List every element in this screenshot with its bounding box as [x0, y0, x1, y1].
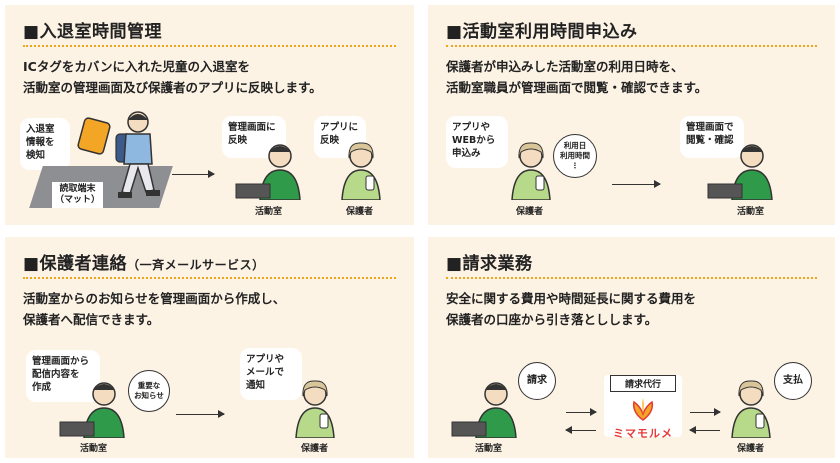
view-bubble: 管理画面で 閲覧・確認: [680, 116, 744, 158]
bubble-line: 反映: [320, 135, 340, 146]
desc-line: 活動室からのお知らせを管理画面から作成し、: [23, 291, 286, 306]
arrow-right: [612, 180, 661, 188]
parent-person-icon: [511, 142, 551, 200]
desc-line: 保護者の口座から引き落としします。: [446, 312, 658, 327]
bubble-line: 反映: [228, 135, 248, 146]
arrow-right: [566, 408, 597, 416]
bubble-line: メールで: [246, 367, 285, 378]
desc-line: 安全に関する費用や時間延長に関する費用を: [446, 291, 697, 306]
bubble-line: アプリに: [320, 122, 359, 133]
panel-description: 活動室からのお知らせを管理画面から作成し、 保護者へ配信できます。: [23, 288, 285, 330]
bubble-line: 入退室: [26, 124, 55, 135]
create-bubble: 管理画面から 配信内容を 作成: [26, 350, 100, 402]
circle-line: 重要な: [137, 381, 161, 390]
logo-name: ミマモルメ: [613, 427, 673, 440]
bubble-line: 検知: [26, 150, 46, 161]
desc-line: 保護者へ配信できます。: [23, 312, 160, 327]
bubble-line: 管理画面に: [228, 122, 276, 133]
parent-person-icon: [295, 380, 335, 438]
reader-mat-label: 読取端末 （マット）: [52, 182, 104, 208]
bill-circle: 請求: [518, 362, 556, 400]
ic-tag-card-icon: [77, 117, 111, 155]
mat-line: 読取端末: [59, 184, 96, 194]
staff-person-icon: [707, 144, 773, 200]
circle-line: ⋮: [571, 161, 579, 170]
caption-parent: 保護者: [516, 207, 544, 217]
arrow-right: [690, 408, 721, 416]
arrow-right: [172, 170, 215, 178]
caption-staff: 活動室: [737, 207, 765, 217]
child-walking-icon: [115, 111, 160, 198]
notice-circle: 重要な お知らせ: [128, 370, 170, 412]
panel-title: ■請求業務: [446, 254, 533, 274]
panel-contact: ■保護者連絡（一斉メールサービス） 活動室からのお知らせを管理画面から作成し、 …: [5, 237, 414, 458]
panel-title: ■活動室利用時間申込み: [446, 22, 638, 42]
usage-info-circle: 利用日 利用時間 ⋮: [553, 134, 597, 178]
circle-line: 利用時間: [560, 151, 590, 160]
bubble-line: 作成: [32, 382, 52, 393]
bubble-line: 申込み: [452, 148, 481, 159]
parent-person-icon: [731, 380, 771, 438]
arrow-left: [689, 426, 720, 434]
desc-line: 保護者が申込みした活動室の利用日時を、: [446, 59, 684, 74]
caption-parent: 保護者: [301, 444, 329, 454]
bubble-line: 管理画面から: [32, 356, 90, 367]
bubble-line: 管理画面で: [686, 122, 734, 133]
panel-description: 安全に関する費用や時間延長に関する費用を 保護者の口座から引き落としします。: [446, 288, 696, 330]
bubble-line: 通知: [246, 380, 266, 391]
circle-line: 利用日: [563, 141, 587, 150]
bubble-line: アプリや: [452, 122, 491, 133]
notify-bubble: アプリや メールで 通知: [240, 348, 302, 400]
circle-line: お知らせ: [134, 391, 164, 400]
bubble-line: WEBから: [452, 135, 496, 146]
dotted-divider: [446, 277, 817, 279]
caption-parent: 保護者: [346, 207, 374, 217]
arrow-right: [176, 410, 225, 418]
desc-line: ICタグをカバンに入れた児童の入退室を: [23, 59, 250, 74]
panel-description: ICタグをカバンに入れた児童の入退室を 活動室の管理画面及び保護者のアプリに反映…: [23, 56, 322, 98]
desc-line: 活動室の管理画面及び保護者のアプリに反映します。: [23, 80, 322, 95]
billing-agent-tag: 請求代行: [610, 375, 676, 392]
panel-title: ■入退室時間管理: [23, 22, 163, 42]
caption-staff: 活動室: [255, 207, 283, 217]
panel-description: 保護者が申込みした活動室の利用日時を、 活動室職員が管理画面で閲覧・確認できます…: [446, 56, 707, 98]
dotted-divider: [23, 45, 396, 47]
title-sub: （一斉メールサービス）: [127, 258, 265, 272]
staff-person-icon: [451, 382, 517, 438]
flower-logo-icon: [632, 398, 654, 421]
pay-circle: 支払: [774, 362, 812, 400]
panel-title: ■保護者連絡（一斉メールサービス）: [23, 249, 265, 274]
bubble-line: アプリや: [246, 354, 285, 365]
dotted-divider: [446, 45, 817, 47]
caption-parent: 保護者: [737, 444, 765, 454]
bubble-line: 配信内容を: [32, 369, 80, 380]
apply-bubble: アプリや WEBから 申込み: [446, 116, 508, 168]
arrow-left: [565, 426, 596, 434]
caption-staff: 活動室: [80, 444, 108, 454]
caption-staff: 活動室: [475, 444, 503, 454]
detect-bubble: 入退室 情報を 検知: [20, 118, 70, 170]
bubble-line: 情報を: [26, 137, 55, 148]
staff-person-icon: [59, 382, 125, 438]
title-main: ■保護者連絡: [23, 254, 128, 274]
parent-person-icon: [341, 142, 381, 200]
dotted-divider: [23, 277, 396, 279]
staff-person-icon: [235, 144, 301, 200]
mat-line: （マット）: [55, 195, 101, 205]
desc-line: 活動室職員が管理画面で閲覧・確認できます。: [446, 80, 708, 95]
bubble-line: 閲覧・確認: [686, 135, 734, 146]
